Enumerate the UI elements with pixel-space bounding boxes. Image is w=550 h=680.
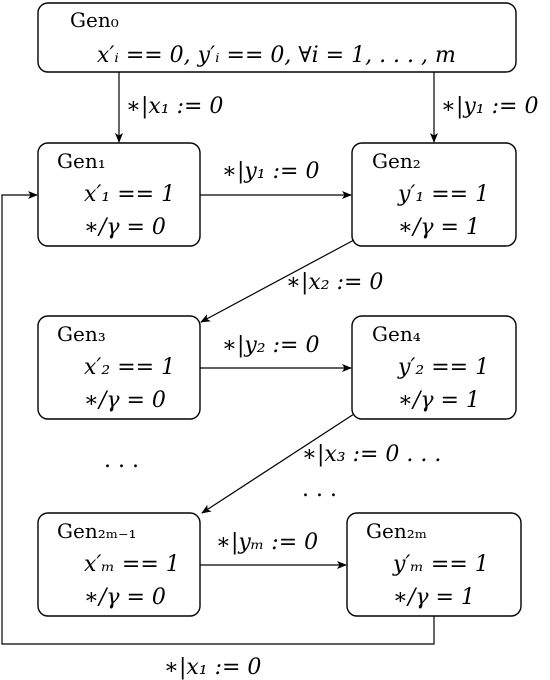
ellipsis-mid: . . .	[302, 477, 337, 502]
state-gen4-name: Gen₄	[372, 322, 421, 346]
state-gen1-line-2: ∗/γ = 0	[84, 215, 166, 240]
edge-gen2-gen3	[200, 239, 355, 323]
state-gen4: Gen₄ y′₂ == 1 ∗/γ = 1	[351, 315, 517, 420]
state-gen2m1-name: Gen₂ₘ₋₁	[57, 519, 137, 543]
edge-gen0-gen1-label: ∗|x₁ := 0	[126, 94, 223, 119]
edge-gen1-gen2-label: ∗|y₁ := 0	[222, 159, 319, 184]
edge-gen2m1-gen2m-label: ∗|yₘ := 0	[216, 530, 318, 555]
state-gen2-line-1: y′₁ == 1	[397, 182, 489, 207]
state-gen2m-line-1: y′ₘ == 1	[392, 552, 489, 577]
state-gen2m1: Gen₂ₘ₋₁ x′ₘ == 1 ∗/γ = 0	[37, 512, 201, 617]
state-gen2m1-line-2: ∗/γ = 0	[84, 585, 166, 610]
state-gen0-box	[37, 2, 517, 73]
state-gen3: Gen₃ x′₂ == 1 ∗/γ = 0	[37, 315, 201, 420]
state-gen1: Gen₁ x′₁ == 1 ∗/γ = 0	[37, 142, 201, 247]
state-gen2-box	[351, 142, 517, 247]
state-gen1-line-1: x′₁ == 1	[84, 182, 175, 207]
state-gen2m1-line-1: x′ₘ == 1	[84, 552, 180, 577]
edge-gen2m-gen1	[1, 191, 435, 645]
state-gen2m: Gen₂ₘ y′ₘ == 1 ∗/γ = 1	[346, 512, 522, 617]
state-gen3-line-2: ∗/γ = 0	[84, 388, 166, 413]
state-gen2-name: Gen₂	[372, 149, 421, 173]
state-gen3-line-1: x′₂ == 1	[84, 355, 175, 380]
edge-gen2m-gen1-label: ∗|x₁ := 0	[164, 655, 261, 680]
edge-gen2-gen3-label: ∗|x₂ := 0	[286, 270, 383, 295]
state-gen4-box	[351, 315, 517, 420]
state-gen3-name: Gen₃	[57, 322, 106, 346]
edge-gen3-gen4-label: ∗|y₂ := 0	[222, 333, 319, 358]
state-gen2-line-2: ∗/γ = 1	[398, 215, 480, 240]
state-gen2m-line-2: ∗/γ = 1	[393, 585, 475, 610]
state-gen2: Gen₂ y′₁ == 1 ∗/γ = 1	[351, 142, 517, 247]
state-gen1-name: Gen₁	[57, 149, 106, 173]
state-gen0-line-1: x′ᵢ == 0, y′ᵢ == 0, ∀i = 1, . . . , m	[97, 43, 456, 68]
edge-gen4-gen2m1	[201, 413, 355, 514]
state-gen0: Gen₀ x′ᵢ == 0, y′ᵢ == 0, ∀i = 1, . . . ,…	[37, 2, 517, 73]
state-gen4-line-2: ∗/γ = 1	[398, 388, 480, 413]
edge-gen0-gen2-label: ∗|y₁ := 0	[441, 94, 538, 119]
state-gen2m-name: Gen₂ₘ	[366, 519, 427, 543]
edge-gen4-gen2m1-label: ∗|x₃ := 0 . . .	[302, 442, 441, 467]
state-gen0-name: Gen₀	[70, 8, 119, 32]
ellipsis-left: . . .	[104, 448, 139, 473]
state-gen4-line-1: y′₂ == 1	[397, 355, 489, 380]
